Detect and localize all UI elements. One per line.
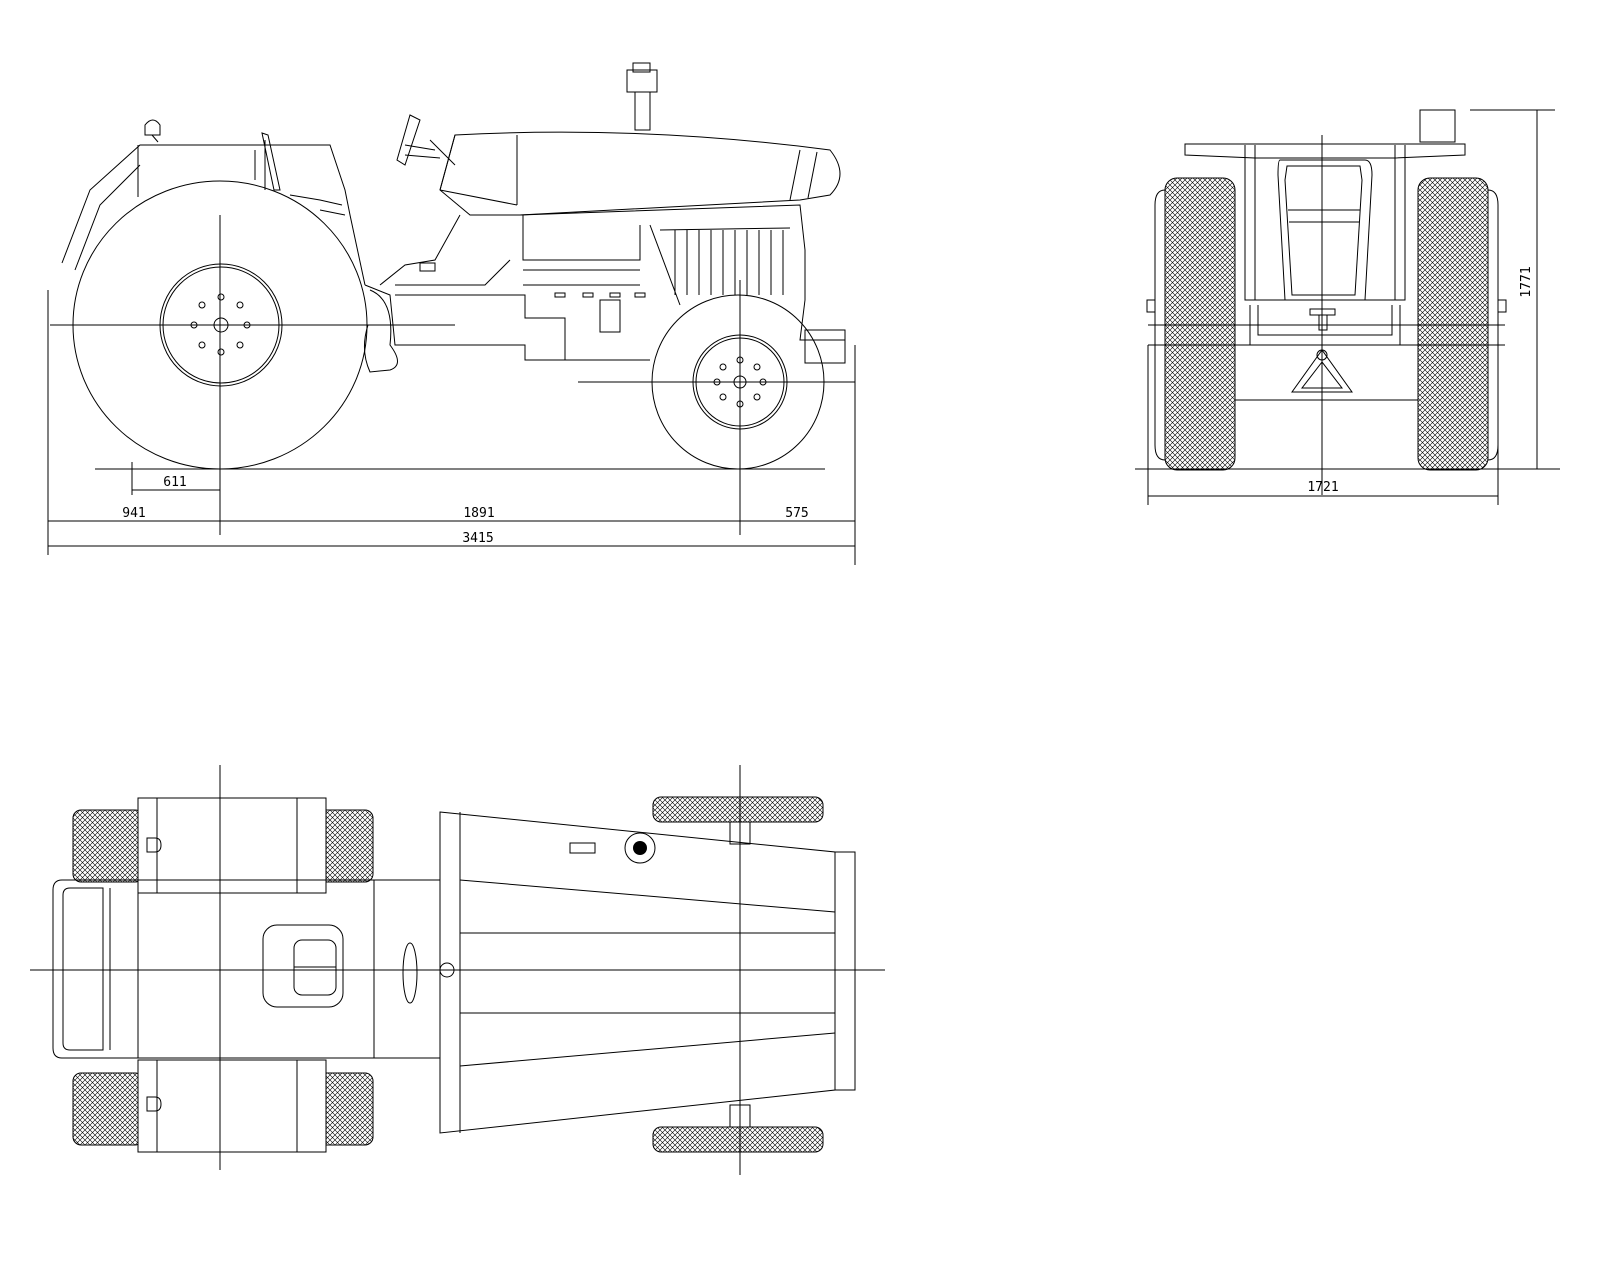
dim-height: 1771 (1519, 266, 1534, 297)
dim-ballast-offset: 611 (163, 475, 186, 490)
grille-slats (659, 227, 791, 295)
rear-tyres-top (72, 809, 374, 1146)
hood (439, 131, 841, 216)
rear-hub-bolts (190, 293, 251, 356)
dim-front-overhang: 941 (122, 506, 145, 521)
engine-block (364, 204, 846, 373)
front-wheel (578, 280, 855, 535)
side-view: 611 941 1891 575 3415 (47, 62, 856, 565)
front-right-tyre (1417, 177, 1507, 471)
dim-rear-overhang: 575 (785, 506, 808, 521)
front-dimensions: 1721 1771 (1147, 110, 1538, 505)
side-dimensions: 611 941 1891 575 3415 (47, 290, 856, 565)
rear-wheel (50, 180, 455, 470)
front-view: 1721 1771 (1135, 109, 1560, 505)
dim-track-width: 1721 (1307, 480, 1338, 495)
top-view (30, 765, 885, 1175)
hood-top (439, 811, 856, 1134)
dim-wheelbase: 1891 (463, 506, 494, 521)
front-tyres-top (652, 796, 824, 1153)
exhaust-top (1419, 109, 1456, 143)
rear-fenders-top (137, 797, 327, 1153)
exhaust-stack (626, 62, 658, 131)
dim-overall-length: 3415 (462, 531, 493, 546)
front-left-tyre (1146, 177, 1236, 471)
steering-wheel (396, 114, 456, 166)
main-body-top (52, 879, 455, 1059)
front-body (1148, 135, 1505, 495)
rear-fender (61, 119, 366, 286)
